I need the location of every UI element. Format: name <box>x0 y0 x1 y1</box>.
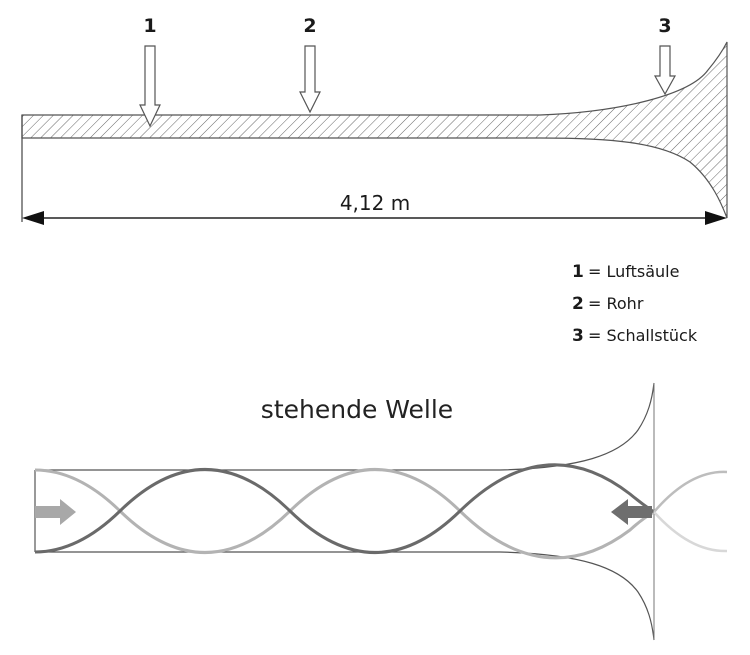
length-dimension-line <box>22 211 727 225</box>
wave-curve-dark <box>34 463 655 554</box>
marker-number-1: 1 <box>143 15 156 37</box>
marker-arrow-2 <box>299 45 321 114</box>
length-label: 4,12 m <box>340 191 410 215</box>
marker-arrow-3 <box>653 45 677 96</box>
tube-top-line <box>35 382 655 471</box>
wave-curve-outside-upper <box>653 470 728 513</box>
marker-number-2: 2 <box>303 15 316 37</box>
marker-arrow-1 <box>139 45 161 128</box>
legend-number-3: 3 <box>572 326 584 346</box>
dimension-arrowhead-left <box>22 211 44 225</box>
standing-wave <box>34 463 728 560</box>
wave-curve-outside-lower <box>653 511 728 553</box>
wave-curve-light <box>34 468 655 560</box>
legend: 1 = Luftsäule 2 = Rohr 3 = Schallstück <box>572 262 698 346</box>
tube-bottom-line <box>35 551 655 641</box>
legend-text-2: = Rohr <box>588 294 644 313</box>
legend-text-1: = Luftsäule <box>588 262 679 281</box>
arrow-right-icon <box>35 499 76 525</box>
standing-wave-title: stehende Welle <box>261 395 453 424</box>
arrow-left-icon <box>611 499 652 525</box>
legend-text-3: = Schallstück <box>588 326 698 345</box>
legend-number-1: 1 <box>572 262 584 282</box>
marker-number-3: 3 <box>658 15 671 37</box>
legend-number-2: 2 <box>572 294 584 314</box>
dimension-arrowhead-right <box>705 211 727 225</box>
